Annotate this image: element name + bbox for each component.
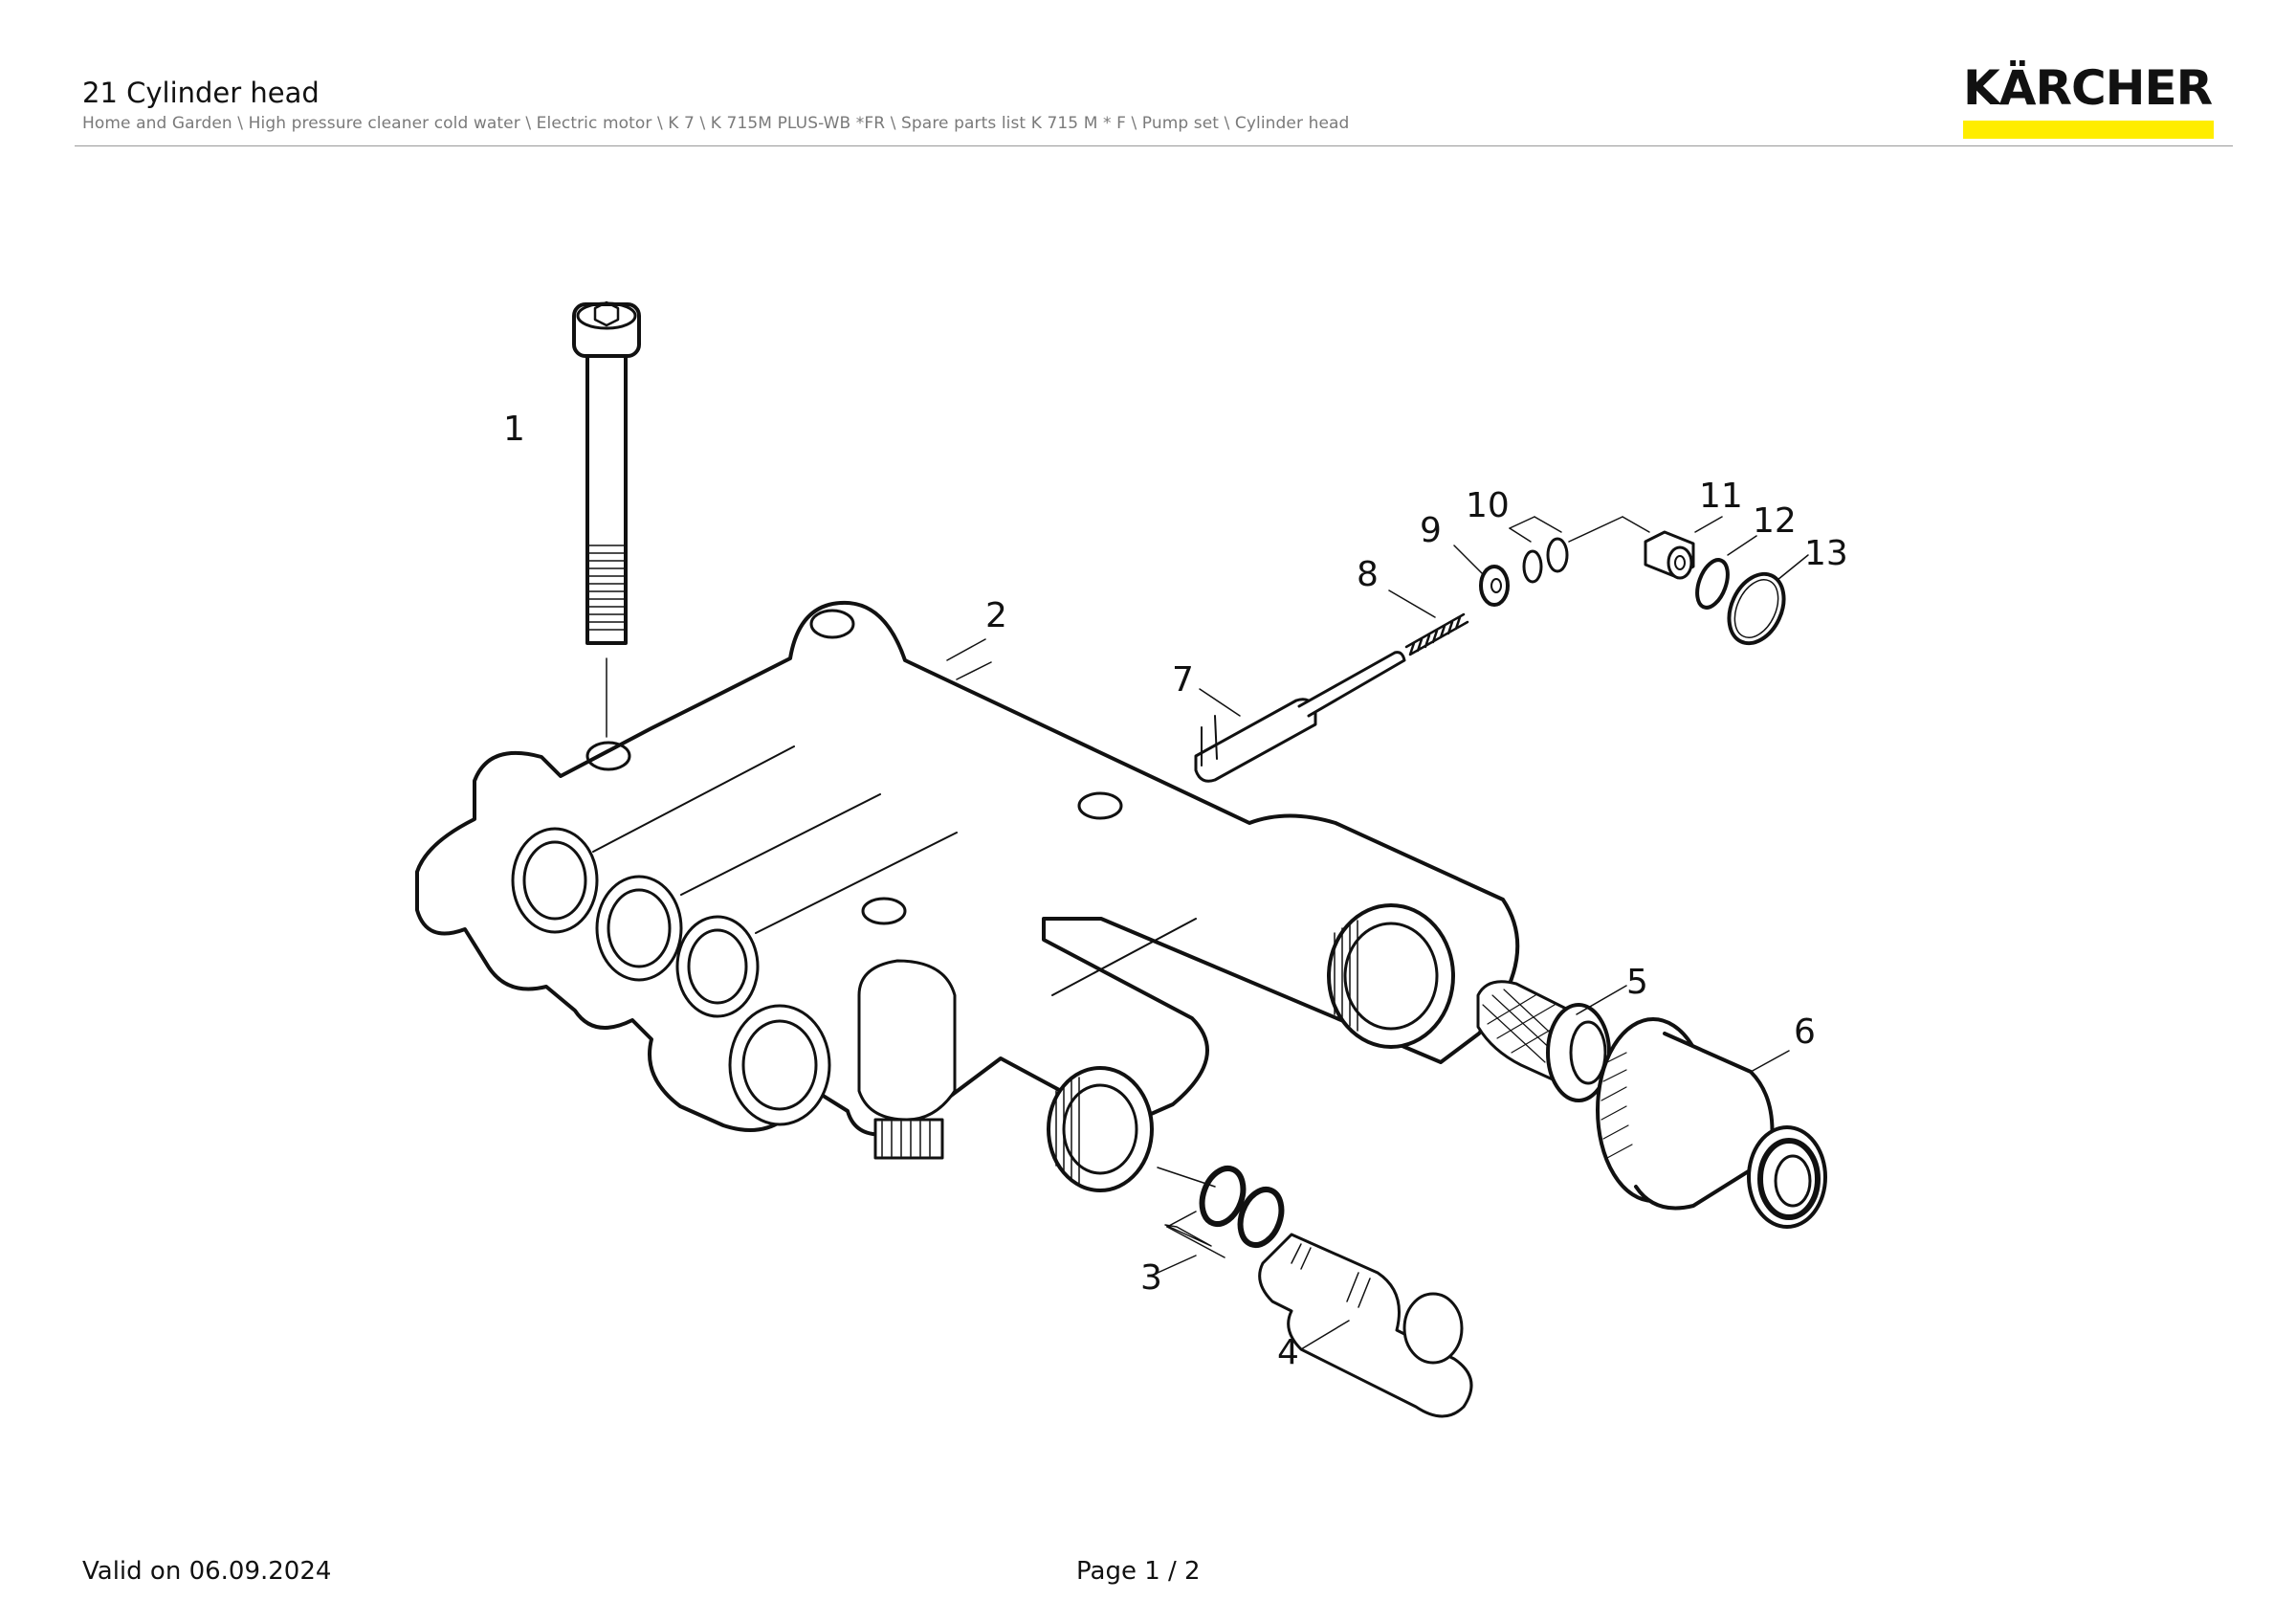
part-coupling: [1596, 1017, 1827, 1229]
part-cylinder-head: [415, 600, 1520, 1192]
callout-1: 1: [503, 410, 525, 449]
part-plug-screw: [1644, 516, 1723, 580]
karcher-logo: KÄRCHER: [1963, 61, 2216, 139]
part-o-ring-12: [1695, 535, 1757, 610]
part-bolt: [572, 300, 641, 738]
part-filter: [1476, 980, 1627, 1102]
part-small-o-rings: [1509, 516, 1650, 584]
callout-3: 3: [1140, 1258, 1162, 1298]
callout-5: 5: [1626, 963, 1648, 1002]
callout-13: 13: [1804, 534, 1848, 573]
logo-wordmark: KÄRCHER: [1963, 60, 2213, 116]
page-title: 21 Cylinder head: [82, 77, 320, 109]
callout-7: 7: [1172, 660, 1194, 700]
part-piston-rod: [1194, 651, 1406, 783]
logo-yellow-bar: [1963, 121, 2214, 139]
callout-6: 6: [1794, 1012, 1816, 1052]
part-seal-disc: [1727, 554, 1809, 646]
part-o-rings: [1157, 1165, 1285, 1274]
callout-2: 2: [985, 596, 1007, 635]
valid-date: Valid on 06.09.2024: [82, 1557, 332, 1586]
breadcrumb: Home and Garden \ High pressure cleaner …: [82, 114, 1350, 133]
callout-9: 9: [1420, 511, 1442, 550]
page-number: Page 1 / 2: [1076, 1557, 1201, 1586]
callout-8: 8: [1357, 555, 1379, 594]
callout-4: 4: [1277, 1333, 1299, 1372]
callout-11: 11: [1699, 477, 1743, 516]
part-valve: [1258, 1233, 1473, 1418]
callout-12: 12: [1753, 501, 1797, 541]
part-washer: [1453, 545, 1510, 607]
header-divider: [75, 145, 2233, 146]
part-spring: [1388, 589, 1469, 656]
callout-10: 10: [1466, 486, 1510, 525]
